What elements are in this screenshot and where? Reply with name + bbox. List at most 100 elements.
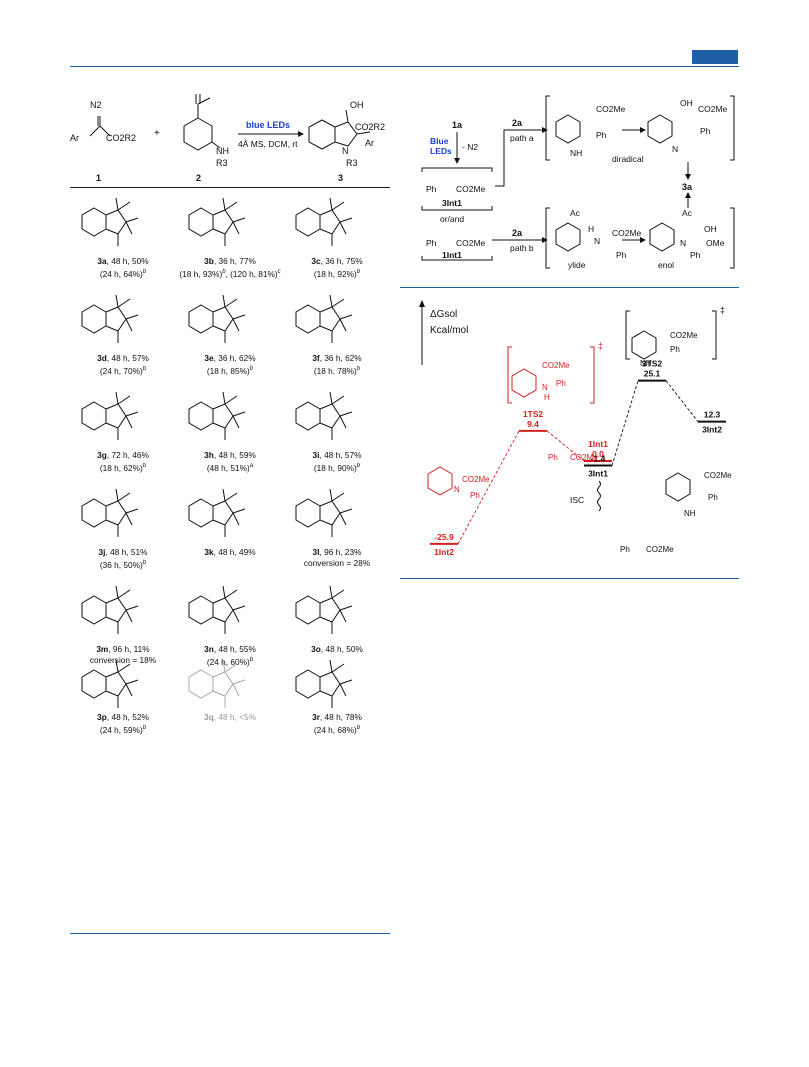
footnote-mark: b: [356, 725, 361, 731]
caption-alt-condition: (18 h, 92%): [313, 268, 357, 279]
compound-id: 3k: [204, 547, 214, 557]
product-cell-3l: 3l, 96 h, 23%conversion = 28%: [284, 481, 390, 577]
mech-reagent-2a-a: 2a: [512, 118, 523, 128]
condition-solvent: 4Å MS, DCM, rt: [238, 139, 298, 149]
caption-line1: 3i, 48 h, 57%: [284, 450, 390, 461]
ts1-ph: Ph: [556, 379, 566, 388]
mech-start-1a: 1a: [452, 120, 463, 130]
product-cell-3r: 3r, 48 h, 78%(24 h, 68%)b: [284, 652, 390, 735]
product-cell-3d: 3d, 48 h, 57%(24 h, 70%)b: [70, 287, 176, 383]
level-name-3Int2: 3Int2: [702, 425, 722, 435]
mech-enol-label: enol: [658, 260, 675, 270]
compound-id: 3j: [98, 547, 106, 557]
reagent2-nh: NH: [216, 146, 229, 156]
footnote-mark: b: [222, 269, 226, 275]
header-accent-block: [692, 50, 738, 64]
caption-condition: , 36 h, 62%: [213, 353, 256, 363]
level-value-3TS2: 25.1: [644, 369, 661, 379]
footnote-mark: b: [249, 366, 254, 372]
triplet-link-ts2-int2: [665, 380, 699, 422]
product-structure-3m: [81, 585, 139, 634]
caption-alt-condition: (48 h, 51%): [206, 462, 250, 473]
caption-line1: 3m, 96 h, 11%: [70, 644, 176, 655]
caption-line1: 3f, 36 h, 62%: [284, 353, 390, 364]
product-structure-3l: [295, 488, 353, 537]
compound-id: 3l: [312, 547, 320, 557]
t-int1-ph: Ph: [620, 545, 630, 554]
footnote-mark: b: [356, 463, 361, 469]
condition-blue-leds: blue LEDs: [246, 120, 291, 130]
mech-diradical-label: diradical: [612, 154, 644, 164]
reagent1-n2: N2: [90, 100, 102, 110]
footnote-mark: b: [249, 657, 254, 663]
y-axis-arrowhead: [419, 300, 425, 307]
product-cell-3g: 3g, 72 h, 46%(18 h, 62%)b: [70, 384, 176, 480]
level-name-3TS2: 3TS2: [642, 359, 663, 369]
caption-line1: 3q, 48 h, <5%: [177, 712, 283, 723]
footnote-mark: b: [356, 269, 361, 275]
caption-line1: 3p, 48 h, 52%: [70, 712, 176, 723]
footnote-mark: b: [142, 560, 147, 566]
product-caption-3m: 3m, 96 h, 11%conversion = 18%: [70, 644, 176, 666]
mech-diradical-2-ph: Ph: [700, 126, 711, 136]
mech-ylide-ester: CO2Me: [612, 228, 642, 238]
caption-line2: (18 h, 85%)b: [177, 364, 283, 377]
mech-light-2: LEDs: [430, 146, 452, 156]
caption-line2: conversion = 28%: [284, 558, 390, 569]
caption-line2: (24 h, 68%)b: [284, 723, 390, 736]
product-structure-3n: [188, 585, 246, 634]
product-caption-3b: 3b, 36 h, 77%(18 h, 93%)b, (120 h, 81%)c: [177, 256, 283, 280]
level-value-1TS2: 9.4: [527, 419, 539, 429]
mech-enol-ph: Ph: [690, 250, 701, 260]
ts3-ph: Ph: [670, 345, 680, 354]
footnote-mark: b: [142, 463, 147, 469]
mech-product-3a: 3a: [682, 182, 693, 192]
level-name-1Int1: 1Int1: [588, 439, 608, 449]
compound-id: 3b: [204, 256, 214, 266]
ts-dagger-singlet: ‡: [598, 341, 604, 351]
product-caption-3i: 3i, 48 h, 57%(18 h, 90%)b: [284, 450, 390, 474]
compound-id: 3f: [312, 353, 320, 363]
ts1-ester: CO2Me: [542, 361, 570, 370]
product-structure-3p: [81, 659, 139, 708]
caption-line1: 3d, 48 h, 57%: [70, 353, 176, 364]
scheme-drawing: [89, 94, 371, 151]
singlet-link-ts2-int1: [546, 430, 585, 462]
product-structure-3k: [188, 488, 246, 537]
compound-id: 3g: [97, 450, 107, 460]
caption-condition: , 48 h, 55%: [213, 644, 256, 654]
int2-t-nh: NH: [684, 509, 696, 518]
mech-reagent-2b: 2a: [512, 228, 523, 238]
level-name-3Int1: 3Int1: [588, 468, 608, 478]
triplet-link-int1-ts2: [611, 380, 639, 466]
y-axis-unit: Kcal/mol: [430, 325, 469, 336]
mech-enol-ome: OMe: [706, 238, 725, 248]
compound-id: 3r: [312, 712, 320, 722]
reagent2-r3: R3: [216, 158, 228, 168]
product-cell-3q: 3q, 48 h, <5%: [177, 652, 283, 726]
level-value-1Int1: 0.0: [592, 449, 604, 459]
caption-alt-condition: (24 h, 60%): [206, 656, 250, 667]
int2-t-ester: CO2Me: [704, 471, 732, 480]
reagent1-ester: CO2R2: [106, 133, 137, 143]
caption-line2: (18 h, 92%)b: [284, 267, 390, 280]
product-caption-3o: 3o, 48 h, 50%: [284, 644, 390, 655]
product-cell-3j: 3j, 48 h, 51%(36 h, 50%)b: [70, 481, 176, 577]
mech-diradical-2-oh: OH: [680, 98, 693, 108]
product-caption-3q: 3q, 48 h, <5%: [177, 712, 283, 723]
product-caption-3d: 3d, 48 h, 57%(24 h, 70%)b: [70, 353, 176, 377]
caption-condition: , 48 h, 50%: [320, 644, 363, 654]
mech-diradical-2-ester: CO2Me: [698, 104, 728, 114]
product-cell-3p: 3p, 48 h, 52%(24 h, 59%)b: [70, 652, 176, 735]
footnote-mark: c: [277, 269, 281, 275]
product-cell-3f: 3f, 36 h, 62%(18 h, 78%)b: [284, 287, 390, 383]
energy-bottom-rule: [400, 578, 739, 579]
caption-line2: conversion = 18%: [70, 655, 176, 666]
compound-label-3: 3: [338, 173, 344, 183]
footnote-mark: b: [142, 725, 147, 731]
mech-ph-1int1: Ph: [426, 238, 437, 248]
level-name-1TS2: 1TS2: [523, 409, 544, 419]
caption-alt-condition: (36 h, 50%): [99, 559, 143, 570]
singlet-link-int2-ts2: [457, 430, 520, 545]
product-structure-3b: [188, 197, 246, 246]
